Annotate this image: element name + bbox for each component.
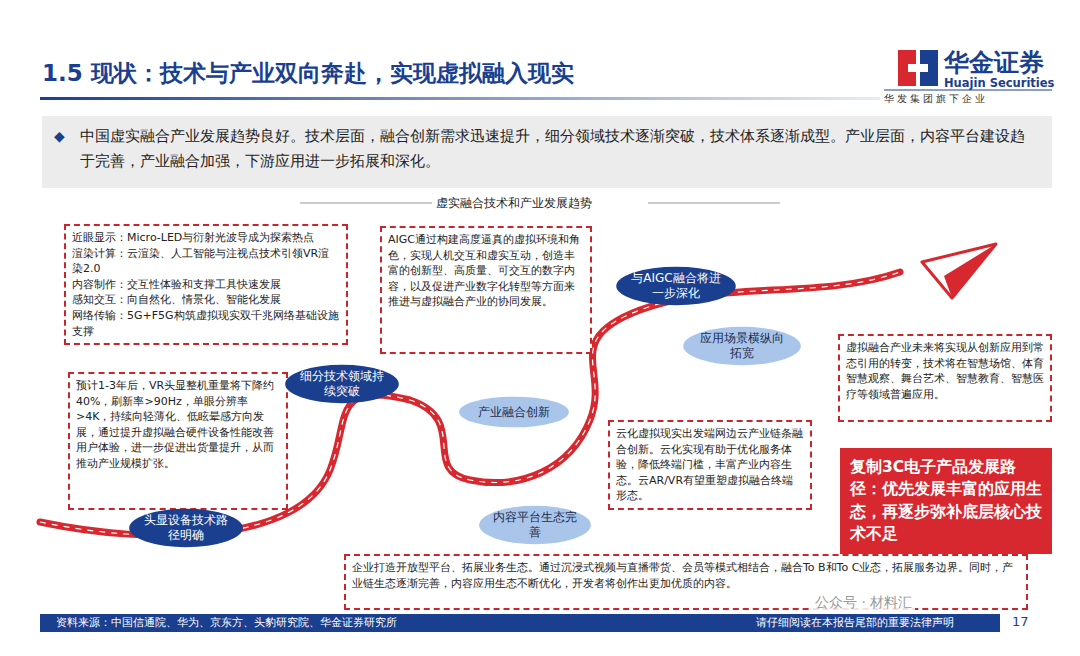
node-text: 与AIGC融合将进一步深化 [629,271,723,301]
note-box: 预计1-3年后，VR头显整机重量将下降约40%，刷新率>90Hz，单眼分辨率>4… [68,372,288,510]
note-box: 虚拟融合产业未来将实现从创新应用到常态引用的转变，技术将在智慧场馆、体育智慧观察… [838,334,1052,422]
node-text: 中国虚实融合产业发展趋势良好。技术层面，融合创新需求迅速提升，细分领域技术逐渐突… [80,124,1038,175]
node-text: 应用场景横纵向拓宽 [696,331,788,361]
node-text: 产业融合创新 [478,405,550,420]
node-text: 虚拟融合产业未来将实现从创新应用到常态引用的转变，技术将在智慧场馆、体育智慧观察… [846,340,1044,402]
milestone-ellipse: 应用场景横纵向拓宽 [682,326,802,366]
logo-icon [898,50,938,86]
text-label: 公众号 · 材料汇 [812,594,915,612]
node-text: 复制3C电子产品发展路径：优先发展丰富的应用生态，再逐步弥补底层核心技术不足 [850,456,1042,546]
heading-rule [648,203,780,204]
node-text: 网络传输：5G+F5G构筑虚拟现实双千兆网络基础设施支撑 [72,308,340,339]
note-box: 近眼显示：Micro-LED与衍射光波导成为探索热点渲染计算：云渲染、人工智能与… [64,224,348,345]
milestone-ellipse: 头显设备技术路径明确 [128,508,244,548]
node-text: AIGC通过构建高度逼真的虚拟环境和角色，实现人机交互和虚实互动，创造丰富的创新… [388,232,584,310]
note-box: 云化虚拟现实出发端网边云产业链条融合创新。云化实现有助于优化服务体验，降低终端门… [608,420,812,510]
text-label: 华金证券 [944,46,1044,79]
text-label: Huajin Securities [944,76,1054,90]
page-title: 1.5 现状：技术与产业双向奔赴，实现虚拟融入现实 [42,58,574,89]
node-text: 近眼显示：Micro-LED与衍射光波导成为探索热点 [72,230,340,246]
note-box: 企业打造开放型平台、拓展业务生态。通过沉浸式视频与直播带货、会员等模式相结合，融… [344,554,1028,610]
conclusion-box: 复制3C电子产品发展路径：优先发展丰富的应用生态，再逐步弥补底层核心技术不足 [840,448,1052,554]
text-label: 虚实融合技术和产业发展趋势 [436,195,592,212]
footer-bar [40,614,1052,632]
heading-rule [300,203,432,204]
milestone-ellipse: 细分技术领域持续突破 [284,364,400,404]
title-rule [40,97,880,100]
node-text: 感知交互：向自然化、情景化、智能化发展 [72,292,340,308]
node-text: 头显设备技术路径明确 [142,513,230,543]
node-text: 云化虚拟现实出发端网边云产业链条融合创新。云化实现有助于优化服务体验，降低终端门… [616,426,804,504]
milestone-ellipse: 产业融合创新 [458,396,570,428]
note-box: AIGC通过构建高度逼真的虚拟环境和角色，实现人机交互和虚实互动，创造丰富的创新… [380,226,592,354]
node-text: 预计1-3年后，VR头显整机重量将下降约40%，刷新率>90Hz，单眼分辨率>4… [76,378,280,472]
page-box [1000,614,1052,632]
milestone-ellipse: 内容平台生态完善 [478,505,592,545]
node-text: 内容制作：交互性体验和支撑工具快速发展 [72,277,340,293]
node-text: 渲染计算：云渲染、人工智能与注视点技术引领VR渲染2.0 [72,246,340,277]
paper-plane [922,244,996,298]
node-text: 内容平台生态完善 [492,510,578,540]
node-text: 细分技术领域持续突破 [298,369,386,399]
text-label: 请仔细阅读在本报告尾部的重要法律声明 [756,616,954,630]
text-label: 17 [1012,614,1029,629]
bullet-mark: ◆ [54,124,65,149]
text-label: 华 发 集 团 旗 下 企 业 [884,93,985,106]
milestone-ellipse: 与AIGC融合将进一步深化 [615,266,737,306]
text-label: 资料来源：中国信通院、华为、京东方、头豹研究院、华金证券研究所 [56,616,397,630]
node-text: 企业打造开放型平台、拓展业务生态。通过沉浸式视频与直播带货、会员等模式相结合，融… [352,560,1020,591]
summary-band: ◆ 中国虚实融合产业发展趋势良好。技术层面，融合创新需求迅速提升，细分领域技术逐渐… [42,116,1052,188]
